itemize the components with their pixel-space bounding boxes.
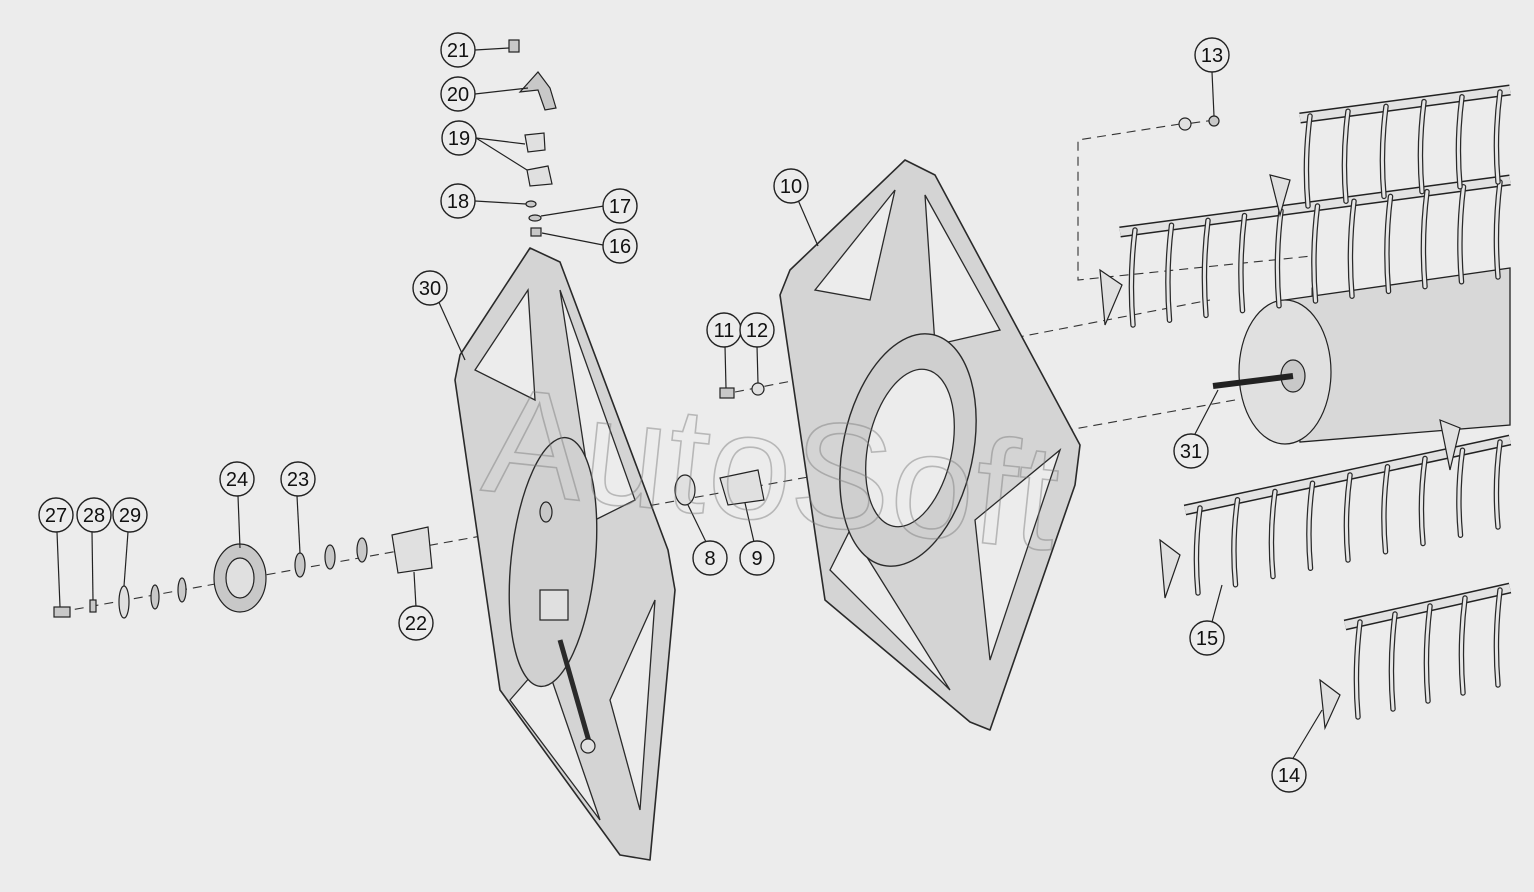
tine-fill	[1348, 199, 1356, 298]
callout-12[interactable]: 12	[739, 312, 775, 348]
callout-14[interactable]: 14	[1271, 757, 1307, 793]
callout-label: 30	[419, 278, 441, 300]
callout-19[interactable]: 19	[441, 120, 477, 156]
callout-label: 10	[780, 176, 802, 198]
tine-fill	[1389, 612, 1397, 711]
tine-fill	[1239, 214, 1246, 313]
tine-fill	[1385, 194, 1392, 293]
callout-label: 22	[405, 613, 427, 635]
tine-fill	[1419, 457, 1427, 545]
tine-fill	[1129, 228, 1137, 327]
callout-16[interactable]: 16	[602, 228, 638, 264]
callout-11[interactable]: 11	[706, 312, 742, 348]
tine-bars	[1099, 84, 1512, 731]
callout-label: 23	[287, 469, 309, 491]
callout-label: 12	[746, 320, 768, 342]
callout-label: 19	[448, 128, 470, 150]
tine-fill	[1342, 109, 1350, 203]
callout-label: 31	[1180, 441, 1202, 463]
tine-fill	[1456, 95, 1464, 189]
tine-fill	[1232, 498, 1239, 587]
callout-label: 21	[447, 40, 469, 62]
callout-27[interactable]: 27	[38, 497, 74, 533]
rear-reel-frame	[779, 159, 1081, 731]
tine-fill	[1494, 90, 1502, 184]
tine-fill	[1457, 448, 1464, 537]
callout-label: 27	[45, 505, 67, 527]
hardware-parts	[53, 39, 1220, 619]
tine-fill	[1424, 604, 1432, 703]
tine-fill	[1458, 185, 1465, 284]
callout-9[interactable]: 9	[739, 540, 775, 576]
tine-fill	[1312, 204, 1319, 303]
leader-lines	[56, 47, 1323, 761]
callout-30[interactable]: 30	[412, 270, 448, 306]
callout-20[interactable]: 20	[440, 76, 476, 112]
tine-fill	[1194, 506, 1202, 595]
callout-label: 18	[447, 191, 469, 213]
callout-29[interactable]: 29	[112, 497, 148, 533]
callout-24[interactable]: 24	[219, 461, 255, 497]
tine-fill	[1380, 104, 1388, 198]
callout-8[interactable]: 8	[692, 540, 728, 576]
callout-23[interactable]: 23	[280, 461, 316, 497]
tine-fill	[1494, 588, 1502, 687]
callout-label: 8	[704, 548, 715, 570]
callout-21[interactable]: 21	[440, 32, 476, 68]
callout-label: 16	[609, 236, 631, 258]
reel-tube	[1212, 267, 1511, 445]
callout-31[interactable]: 31	[1173, 433, 1209, 469]
tine-fill	[1459, 596, 1467, 695]
callout-10[interactable]: 10	[773, 168, 809, 204]
tine-fill	[1494, 440, 1502, 529]
callout-28[interactable]: 28	[76, 497, 112, 533]
callout-label: 24	[226, 469, 248, 491]
callout-label: 15	[1196, 628, 1218, 650]
callout-13[interactable]: 13	[1194, 37, 1230, 73]
callout-label: 20	[447, 84, 469, 106]
tine-fill	[1421, 190, 1429, 289]
callout-label: 17	[609, 196, 631, 218]
callout-17[interactable]: 17	[602, 188, 638, 224]
tine-fill	[1275, 209, 1283, 308]
callout-15[interactable]: 15	[1189, 620, 1225, 656]
tine-fill	[1494, 180, 1502, 279]
front-reel-frame	[454, 247, 676, 861]
callout-label: 11	[714, 320, 735, 342]
tine-fill	[1166, 223, 1173, 322]
callout-label: 9	[751, 548, 762, 570]
tine-fill	[1418, 100, 1426, 194]
callout-label: 28	[83, 505, 105, 527]
callout-label: 29	[119, 505, 141, 527]
callout-22[interactable]: 22	[398, 605, 434, 641]
tine-fill	[1307, 481, 1314, 570]
tine-fill	[1269, 490, 1277, 578]
tine-fill	[1344, 473, 1352, 562]
callout-18[interactable]: 18	[440, 183, 476, 219]
tine-fill	[1382, 465, 1389, 554]
callout-label: 13	[1201, 45, 1223, 67]
tine-fill	[1354, 620, 1362, 719]
tine-fill	[1304, 114, 1312, 208]
callout-label: 14	[1278, 765, 1300, 787]
tine-fill	[1202, 218, 1210, 317]
